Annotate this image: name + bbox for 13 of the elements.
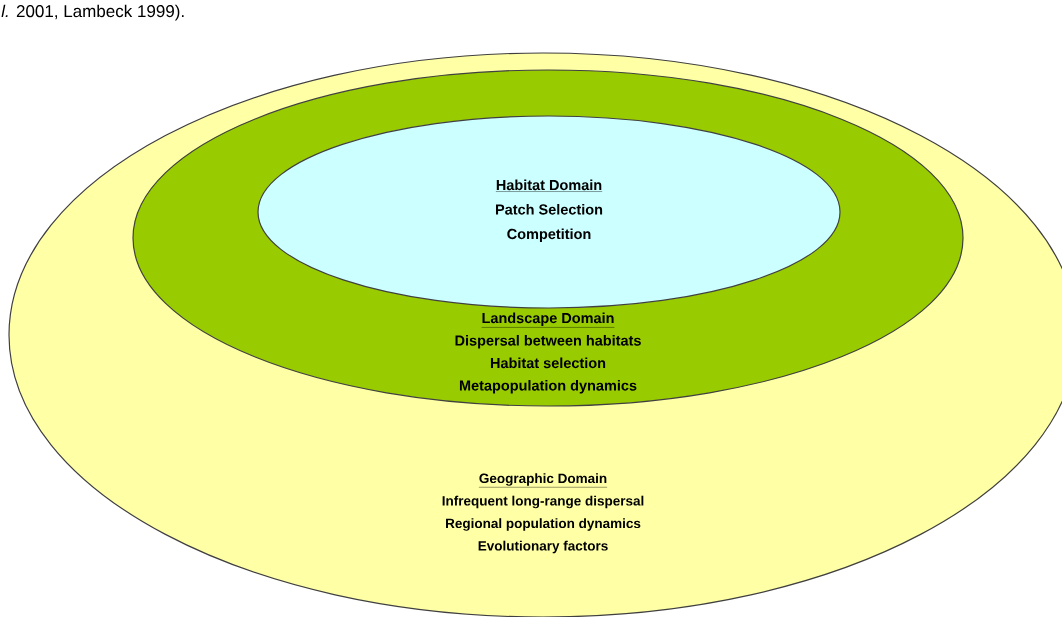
domain-heading: Landscape Domain bbox=[481, 312, 615, 328]
domain-ellipse bbox=[257, 115, 841, 309]
domain-heading: Habitat Domain bbox=[495, 179, 603, 192]
domain-item: Patch Selection bbox=[496, 204, 603, 215]
domain-item: Dispersal between habitats bbox=[455, 335, 641, 349]
domain-item: Evolutionary factors bbox=[478, 540, 608, 554]
domain-item: Regional population dynamics bbox=[446, 518, 641, 531]
citation-text: l. 2001, Lambeck 1999). bbox=[1, 4, 184, 21]
domain-item: Habitat selection bbox=[490, 357, 606, 369]
domain-heading: Geographic Domain bbox=[478, 473, 608, 488]
domain-item: Competition bbox=[507, 228, 591, 242]
domain-item: Infrequent long-range dispersal bbox=[442, 495, 644, 509]
domain-item: Metapopulation dynamics bbox=[459, 380, 637, 394]
